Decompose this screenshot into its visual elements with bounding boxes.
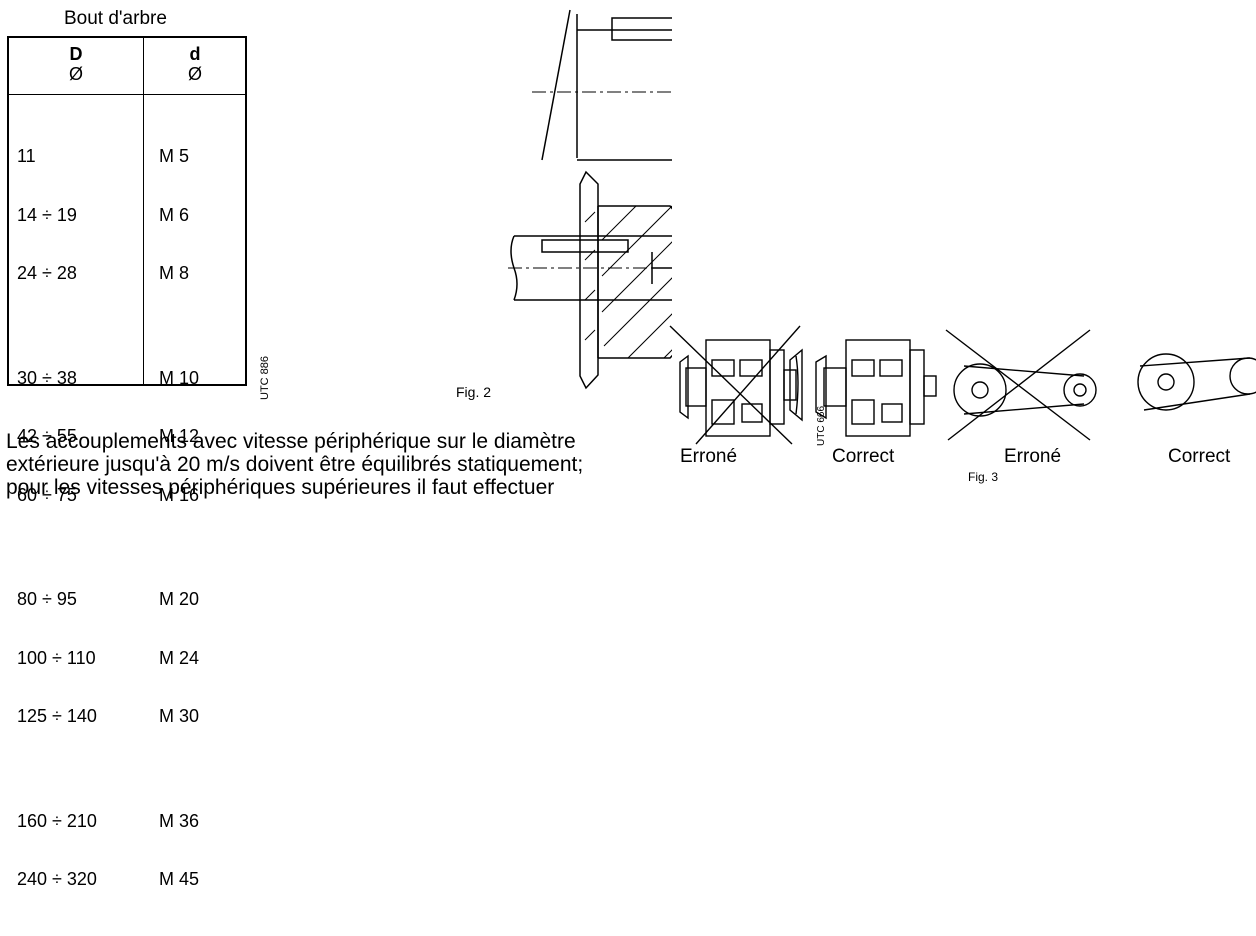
fig3-caption-correct-2: Correct — [1168, 446, 1231, 467]
paragraph-line: Les accouplements avec vitesse périphéri… — [6, 430, 576, 453]
fig3-caption-correct-1: Correct — [832, 446, 895, 467]
cell-D: 24 ÷ 28 — [17, 263, 77, 283]
cell-d: M 36 — [159, 810, 200, 831]
cell-D: 125 ÷ 140 — [17, 706, 97, 726]
cell-d: M 20 — [159, 589, 200, 609]
cell-d: M 24 — [159, 647, 200, 668]
cell-D: 14 ÷ 19 — [17, 204, 77, 225]
column-d: M 5 M 6 M 8 M 10 M 12 M 16 M 20 M 24 M 3… — [159, 108, 239, 936]
cell-d: M 30 — [159, 706, 200, 726]
cell-d: M 45 — [159, 869, 200, 889]
cell-d: M 8 — [159, 263, 190, 283]
cell-D: 80 ÷ 95 — [17, 589, 77, 609]
fig2-label: Fig. 2 — [456, 384, 492, 400]
cell-D: 160 ÷ 210 — [17, 810, 97, 831]
fig3-label: Fig. 3 — [968, 470, 999, 484]
fig2-code: UTC 886 — [259, 355, 271, 400]
fig3-code: UTC 666 — [816, 405, 827, 446]
table-title: Bout d'arbre — [64, 8, 167, 29]
cell-d: M 6 — [159, 204, 190, 225]
cell-D: 42 ÷ 55 — [17, 426, 77, 446]
column-D: 11 14 ÷ 19 24 ÷ 28 30 ÷ 38 42 ÷ 55 60 ÷ … — [17, 108, 137, 936]
cell-d: M 10 — [159, 367, 200, 388]
body-paragraph: Les accouplements avec vitesse périphéri… — [6, 430, 762, 499]
paragraph-line: extérieure jusqu'à 20 m/s doivent être é… — [6, 453, 584, 476]
cell-D: 30 ÷ 38 — [17, 367, 77, 388]
paragraph-line: pour les vitesses périphériques supérieu… — [6, 476, 555, 499]
fig3-caption-wrong-2: Erroné — [1004, 446, 1062, 467]
cell-D: 11 — [17, 146, 36, 166]
fig2-drawing: d D — [508, 9, 672, 390]
cell-d: M 12 — [159, 426, 200, 446]
cell-D: 100 ÷ 110 — [17, 647, 96, 668]
fig3-caption-wrong-1: Erroné — [680, 446, 738, 467]
fig3-drawing — [669, 325, 1256, 445]
cell-D: 240 ÷ 320 — [17, 869, 97, 889]
cell-d: M 5 — [159, 146, 190, 166]
